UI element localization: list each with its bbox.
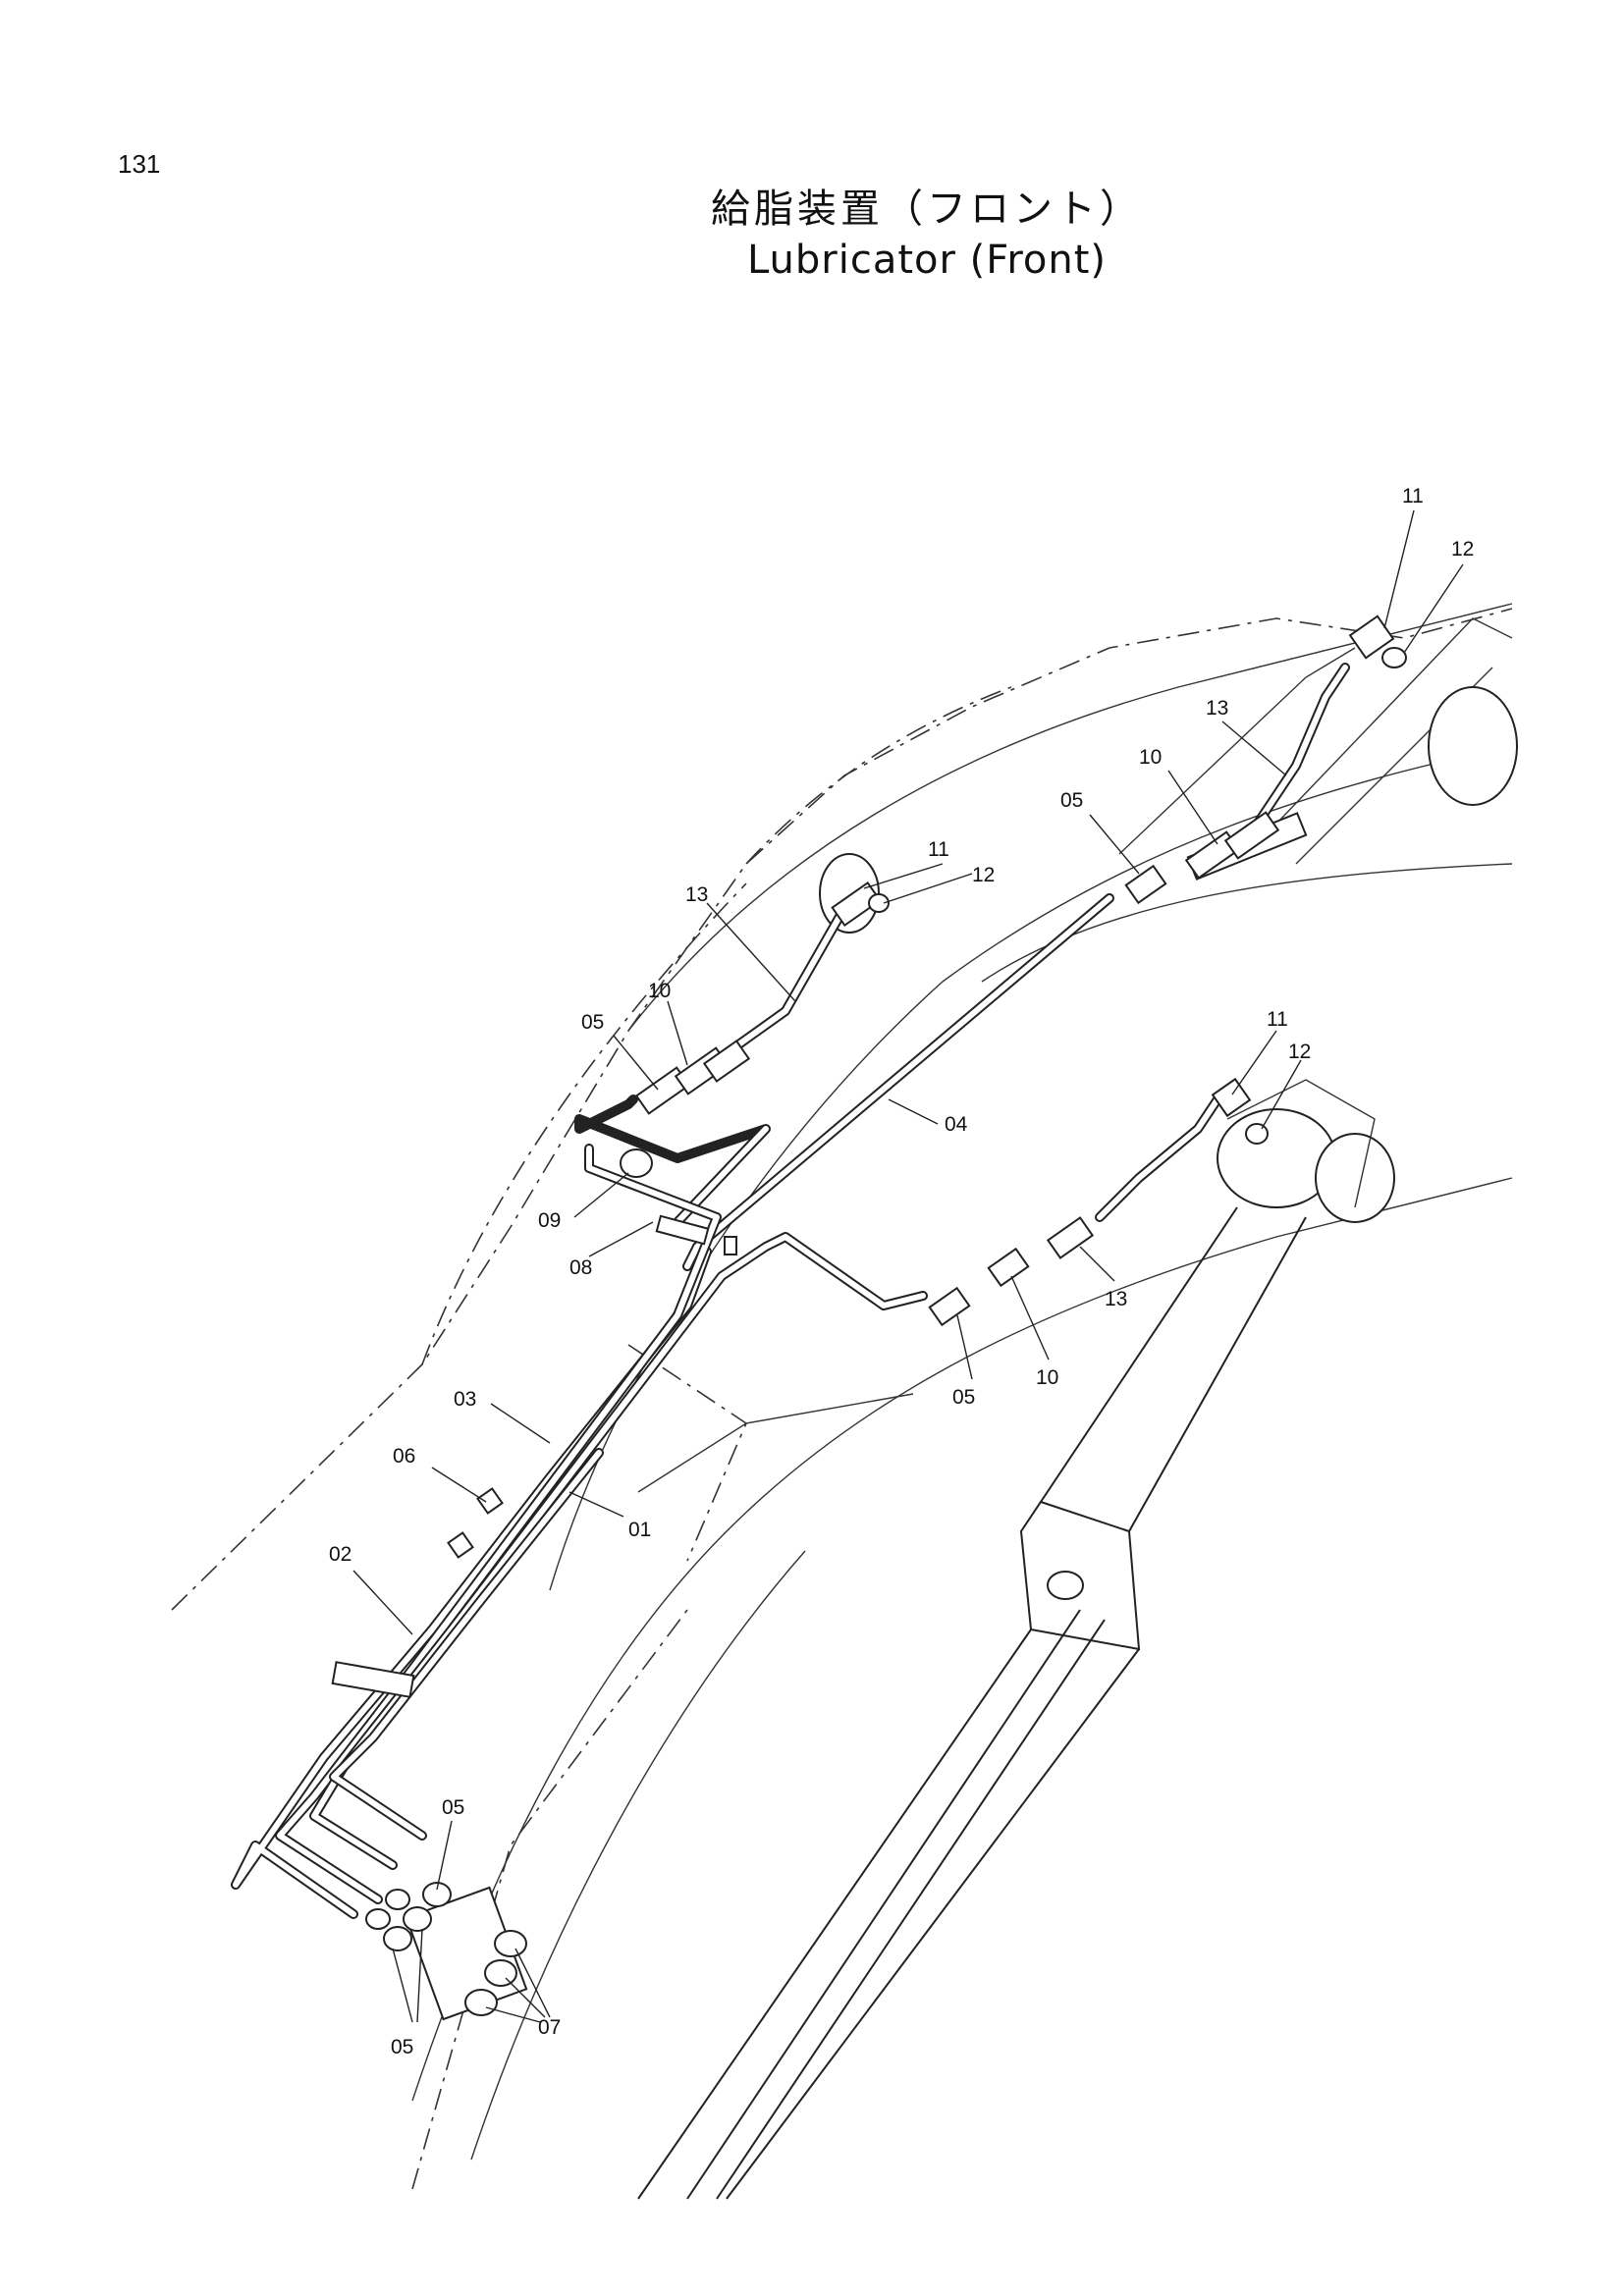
page-number: 131 bbox=[118, 149, 161, 179]
callout-13: 13 bbox=[1206, 697, 1228, 720]
callout-02: 02 bbox=[329, 1543, 352, 1566]
callout-05: 05 bbox=[442, 1796, 464, 1819]
callout-12: 12 bbox=[1451, 538, 1474, 561]
callout-13: 13 bbox=[1105, 1288, 1127, 1310]
callout-13: 13 bbox=[685, 883, 708, 906]
callout-05: 05 bbox=[952, 1386, 975, 1409]
callout-05: 05 bbox=[391, 2036, 413, 2058]
callout-05: 05 bbox=[1060, 789, 1083, 812]
callout-10: 10 bbox=[648, 980, 671, 1002]
callouts: 11 12 13 10 05 11 12 13 10 05 04 11 12 0… bbox=[329, 485, 1474, 2058]
callout-01: 01 bbox=[628, 1519, 651, 1541]
title-block: 給脂装置（フロント） Lubricator (Front) bbox=[0, 177, 1623, 283]
callout-07: 07 bbox=[538, 2016, 561, 2039]
boom-outline bbox=[171, 603, 1513, 2190]
callout-12: 12 bbox=[972, 864, 995, 886]
callout-05: 05 bbox=[581, 1011, 604, 1034]
title-english: Lubricator (Front) bbox=[746, 238, 1108, 283]
callout-11: 11 bbox=[928, 838, 949, 861]
callout-11: 11 bbox=[1267, 1008, 1288, 1031]
callout-12: 12 bbox=[1288, 1041, 1311, 1063]
callout-10: 10 bbox=[1036, 1366, 1058, 1389]
callout-08: 08 bbox=[569, 1256, 592, 1279]
callout-04: 04 bbox=[945, 1113, 968, 1136]
pipe-bundle bbox=[231, 663, 1350, 1919]
title-japanese: 給脂装置（フロント） bbox=[711, 187, 1143, 232]
boom-cylinder bbox=[637, 1079, 1395, 2200]
callout-11: 11 bbox=[1402, 485, 1424, 507]
boom-head bbox=[819, 617, 1518, 934]
callout-10: 10 bbox=[1139, 746, 1162, 769]
fittings bbox=[331, 614, 1407, 2021]
callout-09: 09 bbox=[538, 1209, 561, 1232]
leaders bbox=[352, 509, 1464, 2023]
callout-03: 03 bbox=[454, 1388, 476, 1411]
callout-06: 06 bbox=[393, 1445, 415, 1468]
